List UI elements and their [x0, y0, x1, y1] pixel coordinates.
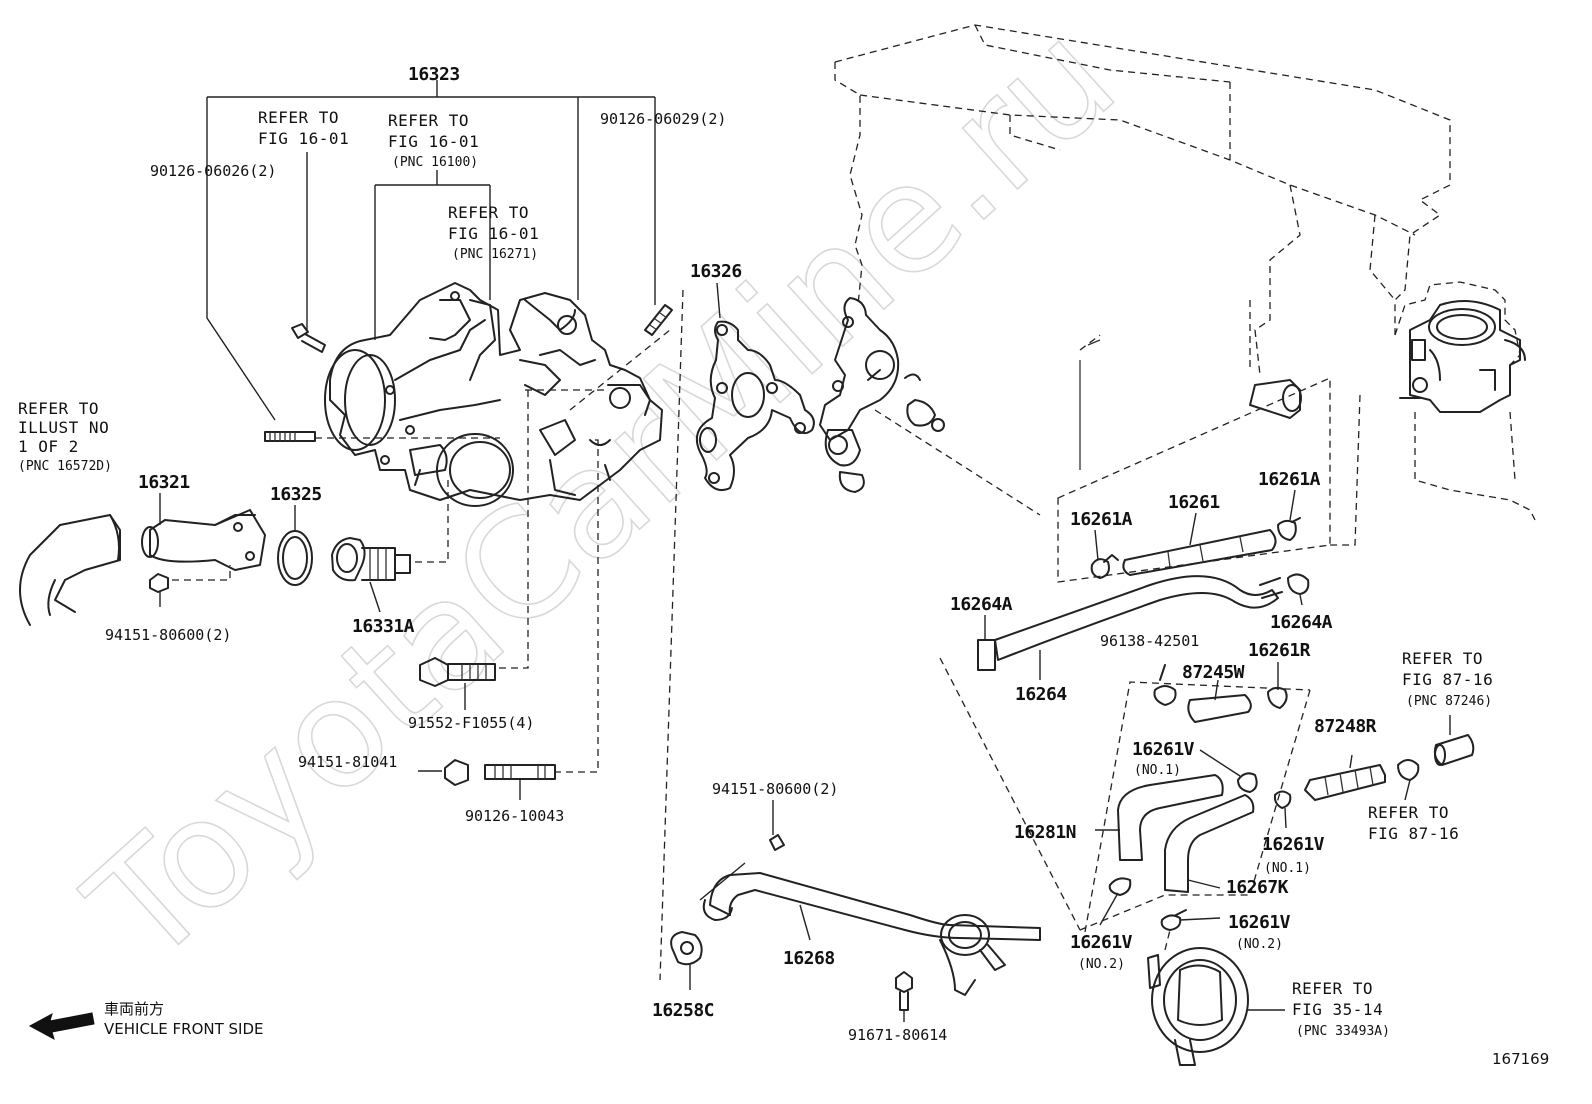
svg-text:FIG 87-16: FIG 87-16	[1402, 670, 1493, 689]
bolts-pump	[264, 304, 673, 442]
label-16268[interactable]: 16268	[783, 948, 835, 969]
reference-notes: REFER TO FIG 16-01 REFER TO FIG 16-01 (P…	[18, 108, 1493, 1039]
label-90126-10043[interactable]: 90126-10043	[465, 807, 564, 825]
svg-text:REFER TO: REFER TO	[18, 399, 99, 418]
ref-fig-87-16-pnc[interactable]: REFER TO FIG 87-16 (PNC 87246)	[1402, 649, 1493, 709]
label-16323[interactable]: 16323	[408, 64, 460, 85]
svg-text:(PNC 16572D): (PNC 16572D)	[18, 459, 112, 474]
svg-text:(PNC 16100): (PNC 16100)	[392, 155, 478, 170]
label-16264A-right[interactable]: 16264A	[1270, 612, 1333, 633]
label-16264[interactable]: 16264	[1015, 684, 1068, 705]
svg-text:(PNC 87246): (PNC 87246)	[1406, 694, 1492, 709]
oil-cooler	[1147, 929, 1249, 1066]
ref-illust-no[interactable]: REFER TO ILLUST NO 1 OF 2 (PNC 16572D)	[18, 399, 112, 474]
label-90126-06026[interactable]: 90126-06026(2)	[150, 162, 276, 180]
svg-text:FIG 16-01: FIG 16-01	[258, 129, 349, 148]
svg-text:REFER TO: REFER TO	[1402, 649, 1483, 668]
vehicle-front-indicator: 車両前方 VEHICLE FRONT SIDE	[28, 1000, 264, 1041]
label-16261V-no1-a[interactable]: 16261V	[1132, 739, 1195, 760]
watermark: ToyotaCarMine.ru	[57, 0, 1148, 997]
thermostat-16331A	[331, 537, 411, 582]
label-16326[interactable]: 16326	[690, 261, 742, 282]
arrow-left-icon	[28, 1012, 95, 1041]
label-87245W[interactable]: 87245W	[1182, 662, 1245, 683]
label-91552-F1055[interactable]: 91552-F1055(4)	[408, 714, 534, 732]
label-16261A-left[interactable]: 16261A	[1070, 509, 1133, 530]
leader-lines	[159, 282, 1451, 1022]
label-16261V-no2-a[interactable]: 16261V	[1228, 912, 1291, 933]
label-16261V-no2-b[interactable]: 16261V	[1070, 932, 1133, 953]
ref-fig-16-01-pnc-16271[interactable]: REFER TO FIG 16-01 (PNC 16271)	[448, 203, 539, 262]
label-16261[interactable]: 16261	[1168, 492, 1220, 513]
gasket-16325	[277, 530, 313, 586]
pipe-16268	[670, 834, 1041, 1011]
label-87248R[interactable]: 87248R	[1314, 716, 1377, 737]
label-94151-81041[interactable]: 94151-81041	[298, 753, 397, 771]
ref-fig-35-14[interactable]: REFER TO FIG 35-14 (PNC 33493A)	[1292, 979, 1390, 1039]
svg-text:(PNC 33493A): (PNC 33493A)	[1296, 1024, 1390, 1039]
radiator-hose	[19, 514, 121, 626]
label-91671-80614[interactable]: 91671-80614	[848, 1026, 947, 1044]
svg-text:FIG 16-01: FIG 16-01	[388, 132, 479, 151]
label-no2-a: (NO.2)	[1236, 937, 1283, 952]
throttle-body	[1249, 281, 1536, 546]
svg-text:FIG 35-14: FIG 35-14	[1292, 1000, 1383, 1019]
svg-text:1 OF 2: 1 OF 2	[18, 437, 79, 456]
label-no1-b: (NO.1)	[1264, 861, 1311, 876]
label-16264A-left[interactable]: 16264A	[950, 594, 1013, 615]
svg-text:REFER TO: REFER TO	[1368, 803, 1449, 822]
water-pump-housing	[206, 80, 671, 773]
svg-text:ILLUST NO: ILLUST NO	[18, 418, 109, 437]
nut-stud	[444, 759, 556, 786]
diagram-id: 167169	[1492, 1050, 1549, 1068]
ref-fig-16-01-pnc-16100[interactable]: REFER TO FIG 16-01 (PNC 16100)	[388, 111, 479, 170]
label-90126-06029[interactable]: 90126-06029(2)	[600, 110, 726, 128]
label-16267K[interactable]: 16267K	[1226, 877, 1289, 898]
label-16331A[interactable]: 16331A	[352, 616, 415, 637]
label-94151-80600-b[interactable]: 94151-80600(2)	[712, 780, 838, 798]
ref-fig-16-01-a[interactable]: REFER TO FIG 16-01	[258, 108, 349, 148]
svg-text:REFER TO: REFER TO	[1292, 979, 1373, 998]
bolt-91552	[419, 657, 496, 687]
gasket-16326	[659, 289, 815, 981]
label-16321[interactable]: 16321	[138, 472, 190, 493]
label-94151-80600[interactable]: 94151-80600(2)	[105, 626, 231, 644]
svg-text:REFER TO: REFER TO	[448, 203, 529, 222]
label-16258C[interactable]: 16258C	[652, 1000, 715, 1021]
label-no2-b: (NO.2)	[1078, 957, 1125, 972]
label-16261A-right[interactable]: 16261A	[1258, 469, 1321, 490]
label-16281N[interactable]: 16281N	[1014, 822, 1077, 843]
part-labels: 16323 90126-06026(2) 90126-06029(2) 1632…	[105, 64, 1377, 1044]
hose-group-16261	[874, 377, 1331, 671]
svg-text:FIG 87-16: FIG 87-16	[1368, 824, 1459, 843]
label-no1-a: (NO.1)	[1134, 763, 1181, 778]
svg-text:REFER TO: REFER TO	[258, 108, 339, 127]
ref-fig-87-16[interactable]: REFER TO FIG 87-16	[1368, 803, 1459, 843]
front-en-text: VEHICLE FRONT SIDE	[104, 1020, 264, 1038]
front-jp-text: 車両前方	[104, 1000, 164, 1018]
svg-text:(PNC 16271): (PNC 16271)	[452, 247, 538, 262]
label-96138-42501[interactable]: 96138-42501	[1100, 632, 1199, 650]
engine-block	[819, 24, 1451, 493]
label-16325[interactable]: 16325	[270, 484, 322, 505]
water-inlet-16321	[141, 509, 266, 593]
hose-group-16281	[939, 657, 1475, 933]
svg-text:FIG 16-01: FIG 16-01	[448, 224, 539, 243]
label-16261R[interactable]: 16261R	[1248, 640, 1311, 661]
label-16261V-no1-b[interactable]: 16261V	[1262, 834, 1325, 855]
svg-text:REFER TO: REFER TO	[388, 111, 469, 130]
